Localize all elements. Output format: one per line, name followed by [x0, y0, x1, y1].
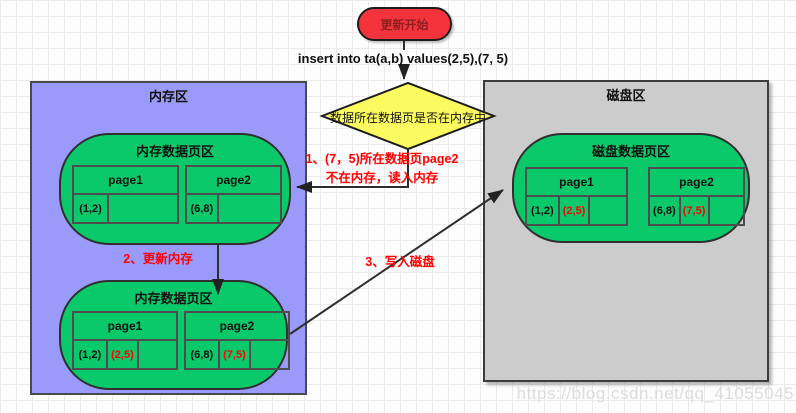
page-name: page2: [650, 169, 743, 197]
annotation-step1-line2: 不在内存，读入内存: [325, 171, 439, 185]
page-table-mem-top-page2: page2 (6,8): [185, 165, 282, 224]
page-name: page1: [527, 169, 626, 197]
page-cell: (6,8): [650, 197, 681, 224]
page-cell: [109, 195, 177, 222]
page-cell-highlighted: (7,5): [681, 197, 710, 224]
memory-region-title: 内存区: [148, 89, 188, 104]
memory-page-area-bottom: 内存数据页区 page1 (1,2) (2,5) page2 (6,8) (7,…: [59, 280, 290, 390]
page-cell-highlighted: (2,5): [108, 341, 140, 368]
page-cell-highlighted: (7,5): [220, 341, 252, 368]
memory-page-area-bottom-title: 内存数据页区: [134, 291, 213, 306]
page-table-mem-bottom-page2: page2 (6,8) (7,5): [184, 311, 290, 370]
page-table-disk-page2: page2 (6,8) (7,5): [648, 167, 745, 226]
annotation-step3: 3、写入磁盘: [365, 255, 435, 269]
page-cell: [139, 341, 176, 368]
page-name: page1: [74, 167, 177, 195]
annotation-step1: 1、(7，5)所在数据页page2 不在内存，读入内存: [292, 150, 472, 188]
memory-page-area-top: 内存数据页区 page1 (1,2) page2 (6,8): [59, 133, 291, 245]
page-cell: [710, 197, 743, 224]
memory-page-area-top-title: 内存数据页区: [135, 144, 214, 159]
page-table-mem-top-page1: page1 (1,2): [72, 165, 179, 224]
page-cell: (6,8): [186, 341, 220, 368]
disk-page-area: 磁盘数据页区 page1 (1,2) (2,5) page2 (6,8) (7,…: [512, 133, 750, 243]
page-cell: [590, 197, 626, 224]
page-table-disk-page1: page1 (1,2) (2,5): [525, 167, 628, 226]
annotation-step1-line1: 1、(7，5)所在数据页page2: [305, 152, 459, 166]
decision-label: 数据所在数据页是否在内存中: [329, 111, 486, 125]
page-cell: (6,8): [187, 195, 219, 222]
insert-sql-label: insert into ta(a,b) values(2,5),(7, 5): [297, 51, 509, 66]
page-name: page2: [186, 313, 288, 341]
disk-region: 磁盘区 磁盘数据页区 page1 (1,2) (2,5) page2 (6,8)…: [483, 80, 769, 382]
memory-region: 内存区 内存数据页区 page1 (1,2) page2 (6,8) 内存数据页…: [30, 81, 307, 395]
annotation-step2: 2、更新内存: [123, 252, 193, 266]
page-cell: [251, 341, 288, 368]
page-cell: (1,2): [527, 197, 560, 224]
page-name: page1: [74, 313, 176, 341]
disk-region-title: 磁盘区: [606, 88, 646, 103]
start-node: 更新开始: [357, 7, 452, 41]
page-cell-highlighted: (2,5): [560, 197, 591, 224]
page-table-mem-bottom-page1: page1 (1,2) (2,5): [72, 311, 178, 370]
page-cell: (1,2): [74, 195, 110, 222]
page-cell: [219, 195, 280, 222]
watermark-text: https://blog.csdn.net/qq_41055045: [516, 384, 794, 403]
page-cell: (1,2): [74, 341, 108, 368]
page-name: page2: [187, 167, 280, 195]
disk-page-area-title: 磁盘数据页区: [591, 144, 670, 159]
start-node-label: 更新开始: [380, 17, 429, 32]
